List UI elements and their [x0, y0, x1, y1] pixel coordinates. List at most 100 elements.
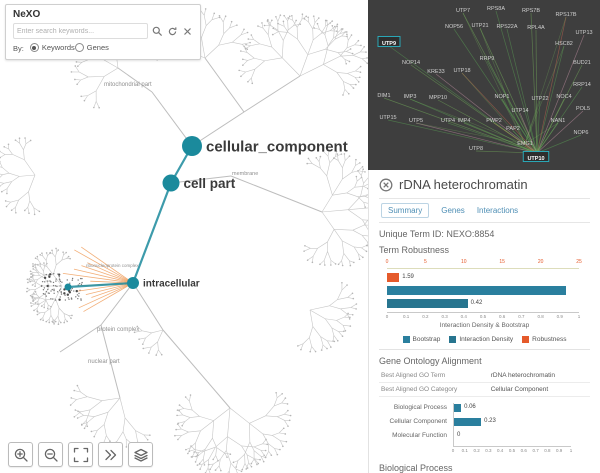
tree-branch — [222, 21, 225, 34]
radio-label: Keywords — [41, 43, 75, 52]
term-small-label[interactable]: protein complex — [97, 327, 139, 333]
highlighted-edge — [73, 268, 134, 284]
term-node[interactable] — [64, 283, 72, 291]
network-node-label[interactable]: UTP8 — [469, 146, 483, 152]
tree-branch — [44, 300, 47, 304]
fit-to-screen-button[interactable] — [68, 442, 93, 467]
tree-leaf — [3, 145, 6, 148]
radio-genes[interactable]: Genes — [74, 43, 109, 52]
term-small-label[interactable]: membrane — [232, 171, 258, 177]
network-node-label[interactable]: NOC4 — [556, 94, 571, 100]
network-node-label[interactable]: UTP5 — [409, 118, 423, 124]
network-node-label[interactable]: NOP6 — [574, 130, 589, 136]
network-node-label[interactable]: DIM1 — [377, 93, 390, 99]
tree-leaf — [46, 307, 49, 310]
radio-keywords[interactable]: Keywords — [29, 43, 75, 52]
details-tabs: Summary Genes Interactions — [379, 198, 590, 223]
network-node-label[interactable]: UTP10 — [527, 156, 544, 162]
tree-leaf — [348, 318, 351, 320]
tree-leaf — [26, 278, 29, 281]
tree-branch — [204, 438, 213, 450]
network-node-label[interactable]: UTP9 — [382, 41, 396, 47]
tree-leaf — [229, 453, 232, 456]
close-icon[interactable] — [379, 178, 393, 192]
network-node-label[interactable]: HSC82 — [555, 41, 573, 47]
tree-branch — [283, 21, 285, 27]
term-node-label[interactable]: intracellular — [143, 279, 200, 290]
search-input[interactable] — [13, 23, 148, 39]
network-node-label[interactable]: UTP7 — [456, 8, 470, 14]
network-node-label[interactable]: RPS7B — [522, 8, 540, 14]
network-node-label[interactable]: EMG1 — [517, 141, 533, 147]
network-node-label[interactable]: NOP1 — [495, 94, 510, 100]
network-node-label[interactable]: PWP2 — [486, 118, 502, 124]
network-node-label[interactable]: RPS17B — [555, 12, 576, 18]
network-node-label[interactable]: IMP3 — [404, 94, 417, 100]
network-node-label[interactable]: UTP4 — [441, 118, 455, 124]
tab-interactions[interactable]: Interactions — [476, 206, 519, 215]
tree-branch — [273, 402, 282, 407]
network-node-label[interactable]: MPP10 — [429, 95, 447, 101]
network-edge — [524, 122, 559, 145]
network-node-label[interactable]: KRE33 — [427, 69, 444, 75]
tree-leaf — [34, 285, 36, 287]
tree-leaf — [67, 255, 70, 258]
tree-leaf — [54, 320, 57, 323]
tree-leaf — [366, 62, 368, 65]
network-node-label[interactable]: UTP18 — [453, 68, 470, 74]
network-node-label[interactable]: IMP4 — [458, 118, 471, 124]
network-node-label[interactable]: POL5 — [576, 106, 590, 112]
tree-branch — [340, 55, 354, 57]
network-node-label[interactable]: UTP21 — [471, 23, 488, 29]
tree-leaf — [50, 281, 52, 283]
term-node[interactable] — [162, 174, 180, 192]
network-node-label[interactable]: RRP9 — [480, 56, 495, 62]
network-node-label[interactable]: PAP2 — [506, 126, 520, 132]
term-small-label[interactable]: ribonucleoprotein complex — [86, 263, 139, 268]
network-node-label[interactable]: RPS22A — [496, 24, 517, 30]
term-small-label[interactable]: nuclear part — [88, 359, 120, 365]
network-node-label[interactable]: UTP14 — [511, 108, 528, 114]
legend-item: Robustness — [522, 336, 567, 343]
zoom-out-button[interactable] — [38, 442, 63, 467]
tree-branch — [157, 341, 159, 350]
layers-button[interactable] — [128, 442, 153, 467]
network-node-label[interactable]: NOP14 — [402, 60, 420, 66]
network-node-label[interactable]: NAN1 — [551, 118, 566, 124]
tree-leaf — [141, 343, 144, 345]
term-node-label[interactable]: cell part — [184, 176, 236, 191]
search-icon[interactable] — [151, 25, 163, 37]
term-node[interactable] — [182, 136, 202, 156]
network-node-label[interactable]: RPS8A — [487, 6, 505, 12]
tab-genes[interactable]: Genes — [441, 206, 465, 215]
tab-summary[interactable]: Summary — [381, 203, 430, 218]
network-node-label[interactable]: UTP15 — [379, 115, 396, 121]
term-node-label[interactable]: cellular_component — [206, 138, 348, 155]
tree-branch — [134, 330, 143, 333]
tree-branch — [48, 315, 52, 320]
tree-branch — [93, 430, 98, 437]
network-node-label[interactable]: UTP13 — [575, 30, 592, 36]
reset-icon[interactable] — [166, 25, 178, 37]
network-node-label[interactable]: BUD21 — [573, 60, 591, 66]
tree-branch — [267, 34, 273, 48]
tree-branch — [246, 454, 249, 463]
tree-branch — [254, 60, 266, 70]
term-small-label[interactable]: mitochondrial part — [104, 82, 152, 88]
network-node-label[interactable]: RRP14 — [573, 82, 591, 88]
network-node-label[interactable]: UTP22 — [531, 96, 548, 102]
network-node-label[interactable]: RPL4A — [527, 25, 545, 31]
network-node-label[interactable]: NOP56 — [445, 24, 463, 30]
term-node[interactable] — [127, 277, 139, 289]
collapse-all-button[interactable] — [98, 442, 123, 467]
tree-leaf — [77, 279, 79, 281]
zoom-in-button[interactable] — [8, 442, 33, 467]
tree-leaf — [317, 17, 320, 19]
tree-branch — [301, 16, 307, 20]
tree-branch — [188, 430, 201, 433]
clear-icon[interactable] — [181, 25, 193, 37]
